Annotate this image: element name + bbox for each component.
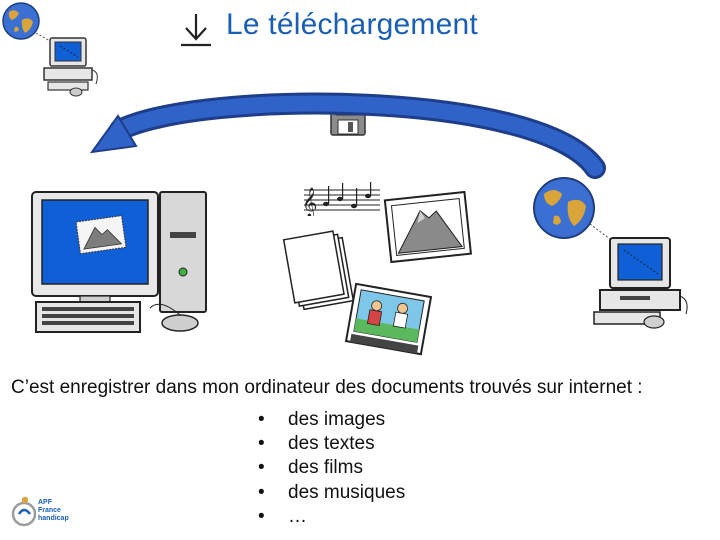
bullet: • bbox=[250, 481, 288, 505]
list-item: •… bbox=[250, 505, 405, 529]
list-item-label: … bbox=[288, 506, 307, 527]
list-item: •des musiques bbox=[250, 481, 405, 505]
film-photo-icon bbox=[342, 282, 434, 362]
list-item: •des textes bbox=[250, 432, 405, 456]
bullet: • bbox=[250, 432, 288, 456]
photo-icon bbox=[76, 216, 126, 254]
internet-computer-right bbox=[530, 172, 710, 332]
svg-text:France: France bbox=[38, 507, 61, 514]
svg-text:𝄞: 𝄞 bbox=[302, 187, 317, 216]
svg-text:APF: APF bbox=[38, 499, 53, 506]
globe-icon bbox=[534, 178, 594, 238]
bullet: • bbox=[250, 408, 288, 432]
list-item-label: des images bbox=[288, 409, 385, 430]
list-item: •des films bbox=[250, 456, 405, 480]
content-list: •des images •des textes •des films •des … bbox=[250, 408, 405, 529]
list-item-label: des textes bbox=[288, 433, 375, 454]
list-item-label: des musiques bbox=[288, 482, 405, 503]
music-notes-icon: 𝄞 bbox=[300, 180, 384, 216]
bullet: • bbox=[250, 505, 288, 529]
description-text: C’est enregistrer dans mon ordinateur de… bbox=[11, 377, 643, 399]
bullet: • bbox=[250, 456, 288, 480]
computer-icon bbox=[594, 238, 687, 328]
computer-icon bbox=[30, 188, 210, 348]
apf-logo: APF France handicap bbox=[10, 488, 80, 532]
list-item: •des images bbox=[250, 408, 405, 432]
svg-text:handicap: handicap bbox=[38, 515, 69, 522]
photo-icon bbox=[382, 188, 474, 268]
list-item-label: des films bbox=[288, 457, 363, 478]
